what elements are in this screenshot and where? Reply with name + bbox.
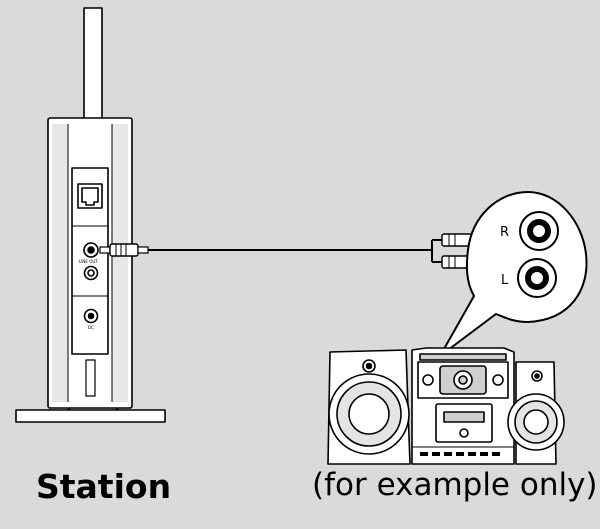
left-channel-label: L <box>501 273 509 288</box>
dc-label: DC <box>88 325 94 330</box>
rca-plug-right <box>441 233 473 247</box>
hifi-system <box>327 347 565 465</box>
station-caption: Station <box>36 467 172 506</box>
station-plug-tip <box>99 246 111 254</box>
right-channel-label: R <box>500 225 509 240</box>
line-out-label: LINE OUT <box>79 259 98 264</box>
station-plug-body <box>109 243 139 257</box>
audio-cable <box>99 233 492 269</box>
left-speaker <box>327 349 411 465</box>
example-caption: (for example only) <box>312 467 598 503</box>
right-speaker <box>507 361 565 465</box>
station-device <box>15 7 166 423</box>
station-base <box>15 409 166 423</box>
callout-bubble <box>439 190 588 357</box>
hifi-main-unit <box>411 347 515 465</box>
